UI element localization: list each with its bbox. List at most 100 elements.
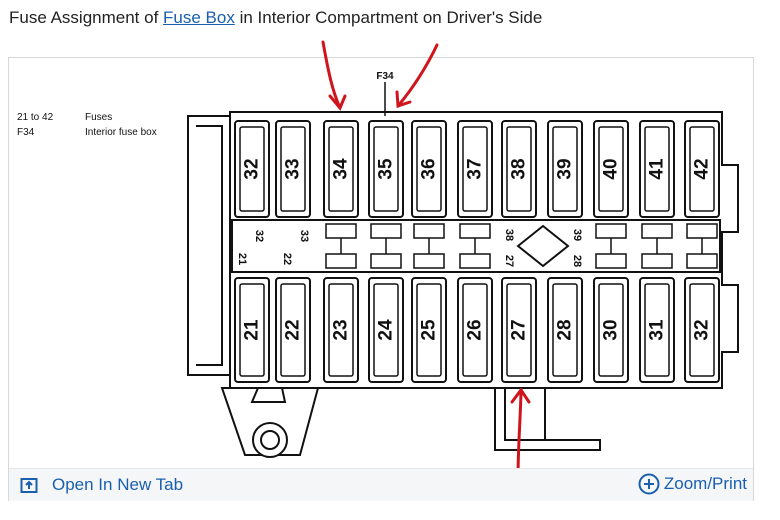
zoom-print-button[interactable]: Zoom/Print <box>638 473 747 495</box>
fuse-bottom-28: 28 <box>547 277 583 383</box>
connector-block <box>459 223 491 239</box>
fuse-top-39: 39 <box>547 120 583 218</box>
fuse-top-38: 38 <box>501 120 537 218</box>
fuse-inner <box>598 126 624 212</box>
fuse-label: 33 <box>283 158 304 179</box>
fuse-label: 42 <box>692 158 713 179</box>
legend-value: Fuses <box>85 112 113 123</box>
fuse-outline <box>639 120 675 218</box>
connector-block <box>325 223 357 239</box>
fuse-top-37: 37 <box>457 120 493 218</box>
fuse-label: 28 <box>555 319 576 340</box>
fuse-inner <box>239 126 265 212</box>
annotation-arrowhead <box>395 90 412 109</box>
fuse-label: 37 <box>465 158 486 179</box>
slot-number-label: 38 <box>503 229 515 241</box>
fuse-outline <box>368 277 404 383</box>
open-external-icon <box>20 478 38 493</box>
fuse-outline <box>547 120 583 218</box>
fuse-inner <box>328 126 354 212</box>
fuse-label: 24 <box>376 319 397 341</box>
fuse-label: 34 <box>331 158 352 180</box>
fuse-outline <box>411 120 447 218</box>
fuse-outline <box>457 120 493 218</box>
fuse-label: 38 <box>509 158 530 179</box>
slot-number-label: 33 <box>298 230 310 242</box>
fuse-outline <box>368 120 404 218</box>
annotation-arrow <box>396 43 439 108</box>
connector-block <box>595 253 627 269</box>
fuse-top-40: 40 <box>593 120 629 218</box>
title-suffix: in Interior Compartment on Driver's Side <box>234 8 543 27</box>
fuse-outline <box>593 277 629 383</box>
fuse-outline <box>323 120 359 218</box>
fuse-bottom-30: 30 <box>593 277 629 383</box>
fuse-label: 41 <box>647 158 668 180</box>
fuse-outline <box>275 277 311 383</box>
fuse-top-35: 35 <box>368 120 404 218</box>
connector-block <box>641 223 673 239</box>
fuse-inner <box>280 283 306 377</box>
fuse-inner <box>239 283 265 377</box>
fuse-outline <box>593 120 629 218</box>
fuse-label: 32 <box>242 158 263 179</box>
legend: 21 to 42 Fuses F34 Interior fuse box <box>17 110 157 140</box>
fuse-box-link[interactable]: Fuse Box <box>163 8 235 27</box>
fuse-outline <box>501 277 537 383</box>
title-prefix: Fuse Assignment of <box>9 8 164 27</box>
fuse-inner <box>552 126 578 212</box>
fuse-top-33: 33 <box>275 120 311 218</box>
fuse-top-41: 41 <box>639 120 675 218</box>
legend-value: Interior fuse box <box>85 127 157 138</box>
fuse-bottom-24: 24 <box>368 277 404 383</box>
fuse-inner <box>644 283 670 377</box>
connector-block <box>370 253 402 269</box>
connector-block <box>370 223 402 239</box>
fuse-top-32: 32 <box>234 120 270 218</box>
fuse-label: 39 <box>555 158 576 179</box>
connector-block <box>413 253 445 269</box>
annotation-arrowhead <box>510 387 531 404</box>
connector-block <box>595 223 627 239</box>
fuse-label: 26 <box>465 319 486 340</box>
fuse-label: 21 <box>242 319 263 341</box>
fuse-label: 35 <box>376 158 397 180</box>
legend-row: F34 Interior fuse box <box>17 125 157 140</box>
fuse-outline <box>547 277 583 383</box>
fuse-bottom-31: 31 <box>639 277 675 383</box>
fuse-bottom-22: 22 <box>275 277 311 383</box>
fuse-outline <box>234 277 270 383</box>
fuse-outline <box>684 120 720 218</box>
fuse-inner <box>280 126 306 212</box>
fuse-label: 27 <box>509 319 530 340</box>
open-new-tab-button[interactable]: Open In New Tab <box>20 475 183 495</box>
fuse-outline <box>411 277 447 383</box>
connector-block <box>325 253 357 269</box>
fuse-inner <box>598 283 624 377</box>
fuse-bottom-25: 25 <box>411 277 447 383</box>
fuse-label: 22 <box>283 319 304 340</box>
slot-number-label: 27 <box>503 255 515 267</box>
slot-number-label: 32 <box>253 230 265 242</box>
fuse-inner <box>506 126 532 212</box>
fuse-inner <box>689 126 715 212</box>
fuse-label: 40 <box>601 158 622 179</box>
fuse-inner <box>644 126 670 212</box>
fuse-bottom-21: 21 <box>234 277 270 383</box>
fuse-outline <box>684 277 720 383</box>
fuse-outline <box>234 120 270 218</box>
connector-block <box>459 253 491 269</box>
fuse-label: 31 <box>647 319 668 341</box>
fuse-top-42: 42 <box>684 120 720 218</box>
fuse-inner <box>328 283 354 377</box>
fuse-bottom-27: 27 <box>501 277 537 383</box>
annotation-arrow <box>516 391 523 480</box>
connector-block <box>686 223 718 239</box>
legend-key: F34 <box>17 127 35 138</box>
fuse-bottom-32: 32 <box>684 277 720 383</box>
slot-number-label: 22 <box>281 253 293 265</box>
page-title: Fuse Assignment of Fuse Box in Interior … <box>9 8 542 28</box>
zoom-print-label: Zoom/Print <box>663 474 747 493</box>
slot-number-label: 21 <box>236 253 248 265</box>
